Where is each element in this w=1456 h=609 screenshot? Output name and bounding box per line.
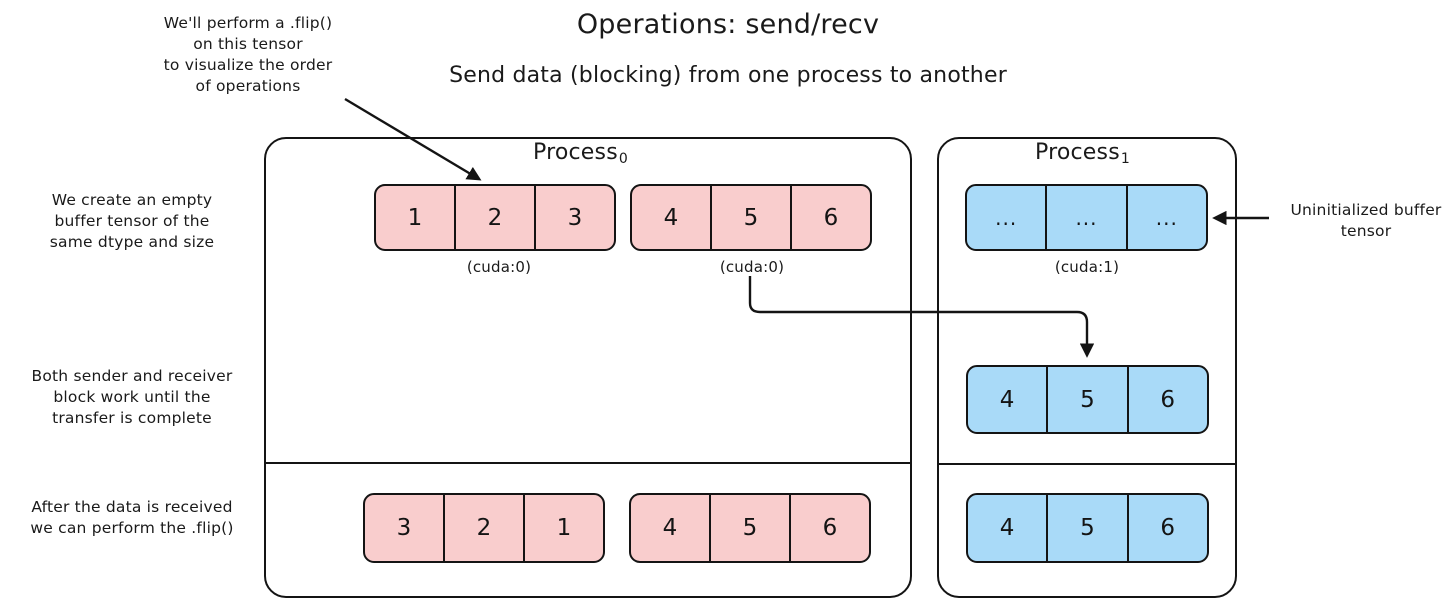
tensor-cell: 1 bbox=[556, 515, 572, 541]
annotation-buffer-note: We create an empty buffer tensor of the … bbox=[49, 191, 215, 251]
tensor-cell: 4 bbox=[968, 367, 1049, 432]
tensor-cell: 6 bbox=[822, 515, 838, 541]
tensor-cell: 5 bbox=[712, 186, 792, 249]
device-label-p1-row1: (cuda:1) bbox=[1054, 258, 1120, 276]
device-label-p0-row1-b: (cuda:0) bbox=[719, 258, 785, 276]
annotation-uninitialized-buffer-note: Uninitialized buffer tensor bbox=[1290, 201, 1442, 240]
process-1-label: Process1 bbox=[1035, 140, 1130, 172]
annotation-flip-note: We'll perform a .flip() on this tensor t… bbox=[163, 14, 333, 95]
tensor-p1-row2[interactable]: 4 5 6 bbox=[966, 365, 1209, 434]
tensor-p0-row1-a[interactable]: 1 2 3 bbox=[374, 184, 616, 251]
process-1-divider bbox=[937, 463, 1237, 465]
page-title: Operations: send/recv bbox=[576, 9, 880, 40]
process-0-index: 0 bbox=[618, 151, 628, 167]
annotation-block-note: Both sender and receiver block work unti… bbox=[31, 367, 233, 427]
tensor-cell: 2 bbox=[445, 495, 525, 561]
annotation-after-note: After the data is received we can perfor… bbox=[30, 498, 234, 537]
tensor-p1-row1[interactable]: ... ... ... bbox=[965, 184, 1208, 251]
tensor-p0-row3-b[interactable]: 4 5 6 bbox=[629, 493, 871, 563]
process-0-label: Process0 bbox=[533, 140, 628, 172]
tensor-p0-row1-b[interactable]: 4 5 6 bbox=[630, 184, 872, 251]
process-1-index: 1 bbox=[1120, 151, 1130, 167]
tensor-cell: ... bbox=[1155, 205, 1178, 230]
tensor-cell: 4 bbox=[968, 495, 1049, 561]
tensor-p0-row3-a[interactable]: 3 2 1 bbox=[363, 493, 605, 563]
process-0-container bbox=[264, 137, 912, 598]
tensor-cell: 6 bbox=[1160, 515, 1176, 541]
tensor-cell: 3 bbox=[365, 495, 445, 561]
tensor-cell: 6 bbox=[823, 204, 839, 231]
tensor-cell: 6 bbox=[1160, 386, 1176, 413]
process-1-container bbox=[937, 137, 1237, 598]
process-1-name: Process bbox=[1035, 140, 1120, 165]
tensor-cell: 5 bbox=[1048, 495, 1129, 561]
page-subtitle: Send data (blocking) from one process to… bbox=[449, 63, 1007, 88]
tensor-cell: 4 bbox=[632, 186, 712, 249]
tensor-cell: ... bbox=[1047, 186, 1128, 249]
device-label-p0-row1-a: (cuda:0) bbox=[466, 258, 532, 276]
tensor-cell: 1 bbox=[376, 186, 456, 249]
tensor-cell: 5 bbox=[711, 495, 791, 561]
tensor-cell: 3 bbox=[567, 204, 583, 231]
tensor-cell: 4 bbox=[631, 495, 711, 561]
process-0-name: Process bbox=[533, 140, 618, 165]
process-0-divider bbox=[264, 462, 912, 464]
tensor-cell: 2 bbox=[456, 186, 536, 249]
tensor-cell: 5 bbox=[1048, 367, 1129, 432]
tensor-p1-row3[interactable]: 4 5 6 bbox=[966, 493, 1209, 563]
tensor-cell: ... bbox=[967, 186, 1048, 249]
